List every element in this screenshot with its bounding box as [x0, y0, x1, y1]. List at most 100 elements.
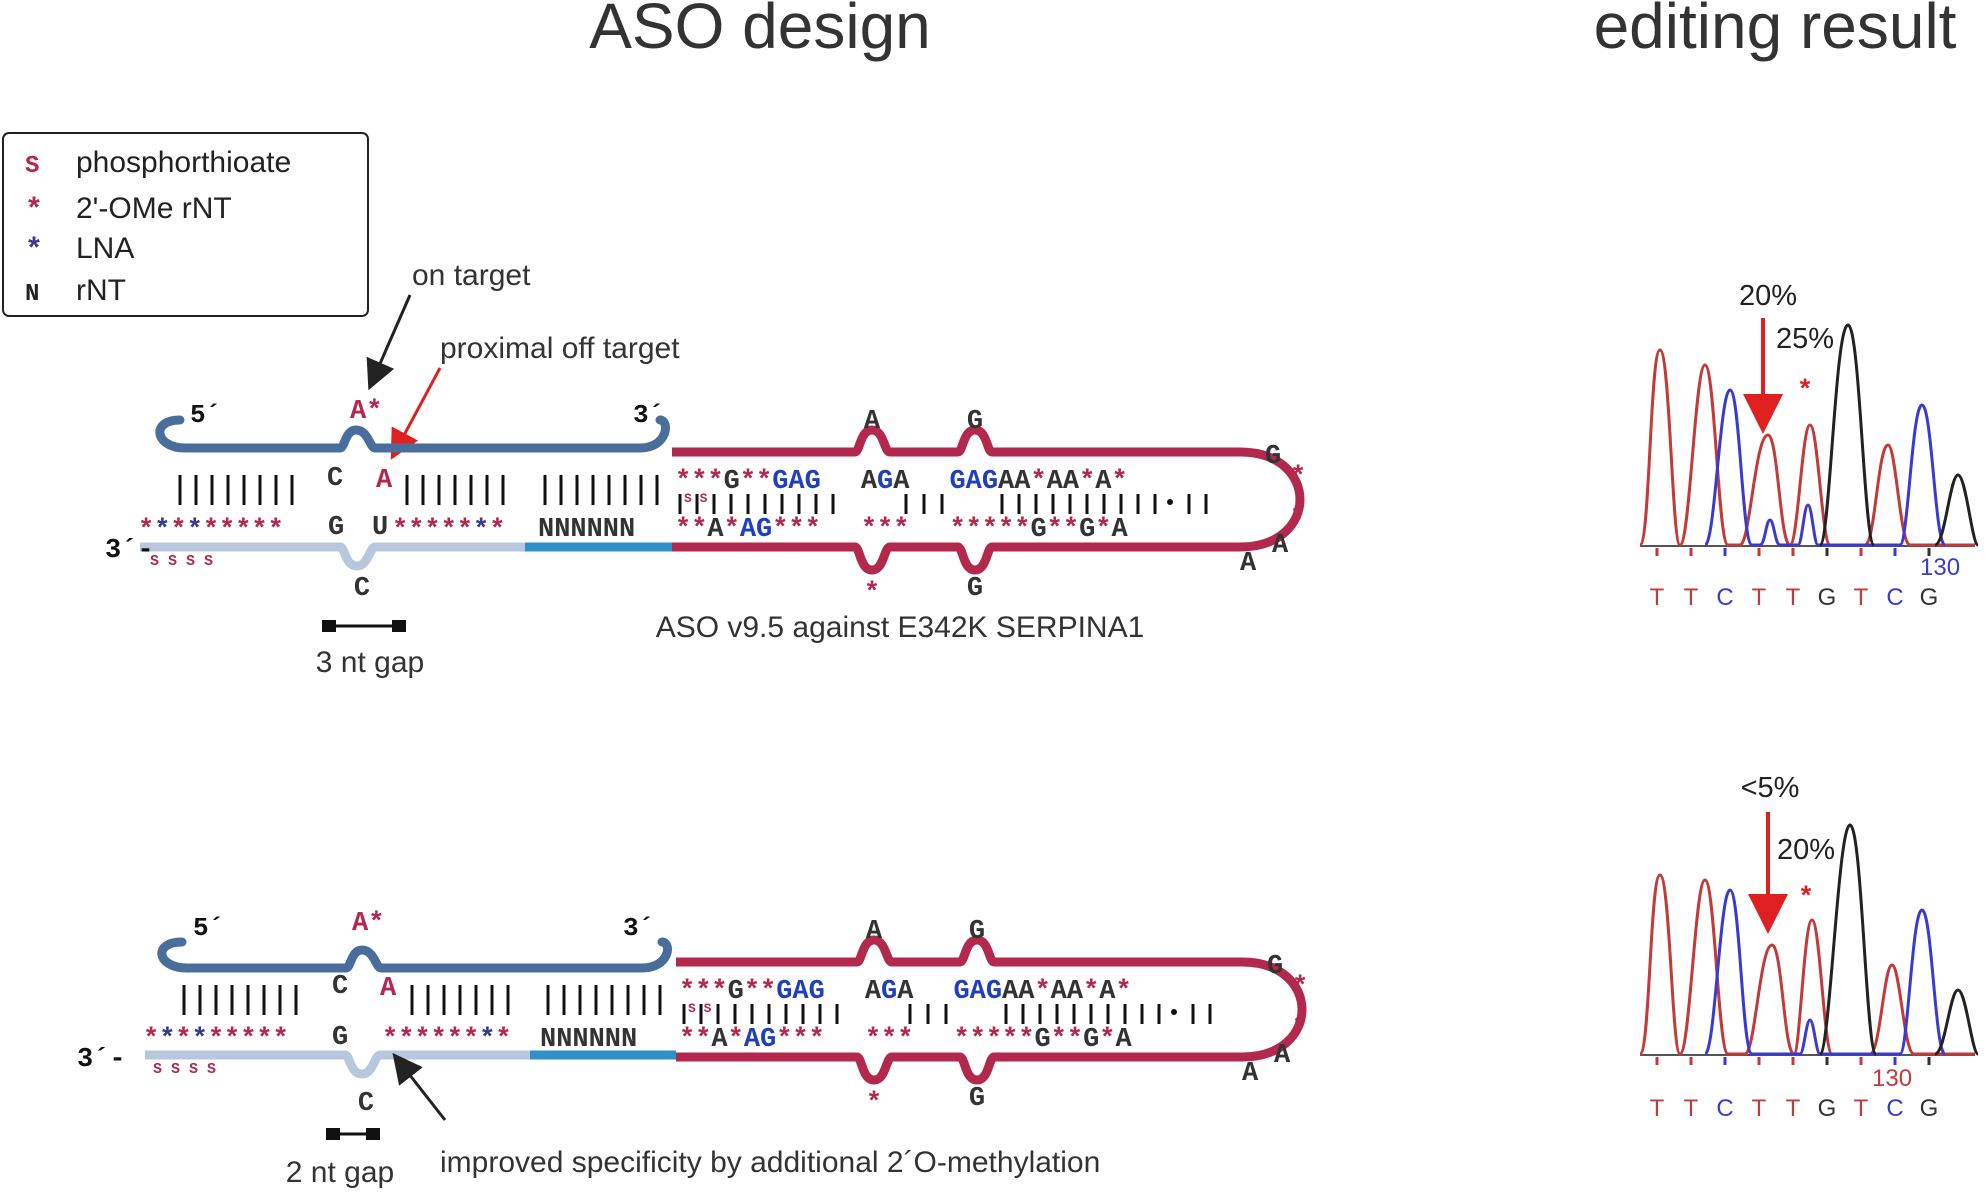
legend-symbol-s: S [25, 153, 39, 180]
pair-ticks-left [178, 475, 659, 505]
improved-arrow [392, 1052, 447, 1121]
off-target-arrow [390, 367, 442, 460]
gap-label-b: 2 nt gap [286, 1156, 394, 1189]
aso-strand-light [140, 542, 525, 571]
base-call-g: G [1920, 584, 1939, 611]
aso-g: G [328, 513, 344, 543]
legend-label-ome: 2'-OMe rNT [76, 192, 232, 225]
tip-star-1-b: * [1292, 973, 1308, 1003]
aso-three-prime: 3´- [105, 536, 154, 566]
base-call-c: C [1716, 584, 1733, 611]
mismatch-c-b: C [332, 972, 348, 1002]
loop-a-b: A [866, 917, 883, 947]
aso-bulge-c: C [354, 574, 370, 604]
base-call-c: C [1886, 584, 1903, 611]
base-call-t: T [1752, 584, 1767, 611]
base-call-t: T [1752, 1095, 1767, 1122]
loop-g: G [967, 407, 983, 437]
hairpin-loop [672, 425, 1305, 575]
trace-black-bottom [1818, 823, 1980, 1056]
trace-blue-bottom [1703, 888, 1947, 1056]
aso-ssss: S S S S [150, 553, 213, 570]
trace-red-top [1638, 348, 1975, 547]
edit-star-bottom: * [1798, 884, 1814, 914]
title-editing-result: editing result [1594, 0, 1957, 62]
pair-ticks-left-b [182, 985, 662, 1015]
edit-star-top: * [1797, 377, 1813, 407]
hp-bottom-row: **A*AG***********G**G*A [675, 515, 1128, 545]
trace-black-top [1818, 323, 1980, 547]
three-prime-label-b: 3´ [623, 913, 654, 943]
position-label-top: 130 [1920, 554, 1960, 581]
on-target-label: on target [412, 259, 531, 292]
legend-label-phosphorthioate: phosphorthioate [76, 146, 291, 179]
base-call-g: G [1818, 584, 1837, 611]
target-strand [155, 415, 670, 453]
loop-a: A [864, 407, 881, 437]
aso-ssss-b: S S S S [153, 1061, 216, 1078]
hp-wobble-dot-b [1171, 1009, 1177, 1015]
aso-bulge-c-b: C [358, 1089, 374, 1119]
top-construct: on target proximal off target 5´ 3´ A* C… [105, 259, 1306, 679]
mismatch-c: C [327, 464, 343, 494]
legend-label-rnt: rNT [76, 274, 126, 307]
base-call-c: C [1716, 1095, 1733, 1122]
hairpin-loop-b [676, 935, 1307, 1085]
bottom-construct: 5´ 3´ A* C A 3´- ********* G ******** NN… [77, 909, 1308, 1189]
base-call-t: T [1684, 584, 1699, 611]
hp-ss: S S [684, 491, 708, 506]
gap-label: 3 nt gap [316, 646, 424, 679]
five-prime-label: 5´ [190, 400, 221, 430]
title-aso-design: ASO design [589, 0, 931, 62]
base-call-t: T [1650, 584, 1665, 611]
base-call-t: T [1854, 1095, 1869, 1122]
base-call-g: G [1920, 1095, 1939, 1122]
loop-star-b: * [866, 1089, 882, 1119]
aso-three-prime-b: 3´- [77, 1045, 126, 1075]
aso-u: U [372, 513, 388, 543]
legend-label-lna: LNA [76, 232, 134, 265]
tip-a1-b: A [1274, 1041, 1291, 1071]
tip-a2-b: A [1242, 1059, 1259, 1089]
aso-stars-left: ********* [138, 516, 284, 546]
three-prime-label: 3´ [633, 400, 664, 430]
loop-g-b: G [969, 917, 985, 947]
loop-g2-b: G [969, 1084, 985, 1114]
aso-n-block: NNNNNN [538, 515, 635, 545]
target-strand-b [157, 937, 672, 973]
legend-symbol-ome: * [25, 194, 43, 228]
hp-pair-ticks-b [682, 1004, 1212, 1024]
chromatogram-bottom: <5% 20% * 130 [1638, 772, 1980, 1092]
aso-strand-light-b [145, 1050, 530, 1079]
aso-stars-mid-b: ******** [382, 1025, 512, 1055]
hp-ss-b: S S [688, 1001, 712, 1016]
edit-pct-bottom-2: 20% [1777, 834, 1835, 866]
gap-marker [322, 620, 406, 632]
base-call-c: C [1886, 1095, 1903, 1122]
aso-n-block-b: NNNNNN [540, 1025, 637, 1055]
legend-symbol-lna: * [25, 234, 43, 268]
edit-pct-top-1: 20% [1739, 280, 1797, 312]
tip-a1: A [1272, 531, 1289, 561]
hp-bottom-row-b: **A*AG***********G**G*A [679, 1025, 1132, 1055]
aso-g-b: G [332, 1023, 348, 1053]
tip-star-2: * [1290, 504, 1306, 534]
tip-g-b: G [1267, 952, 1283, 982]
aso-stars-left-b: ********* [143, 1025, 289, 1055]
loop-star: * [864, 579, 880, 609]
proximal-off-target-label: proximal off target [440, 332, 680, 365]
aso-name-label: ASO v9.5 against E342K SERPINA1 [656, 611, 1145, 644]
legend-symbol-rnt: N [25, 281, 39, 308]
hp-wobble-dot [1167, 499, 1173, 505]
legend: S phosphorthioate * 2'-OMe rNT * LNA N r… [2, 132, 369, 317]
hp-pair-ticks [678, 494, 1208, 514]
edit-pct-bottom-1: <5% [1741, 772, 1800, 804]
position-label-bottom: 130 [1872, 1065, 1912, 1092]
base-call-t: T [1786, 584, 1801, 611]
trace-blue-top [1703, 388, 1947, 547]
chromatogram-top: 20% 25% * 130 [1638, 280, 1980, 581]
